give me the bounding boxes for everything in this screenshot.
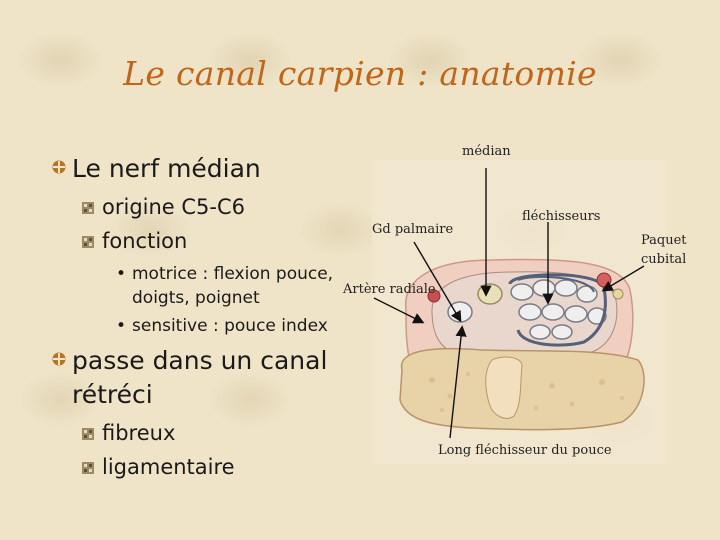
- label-artere-radiale: Artère radiale: [343, 282, 436, 297]
- bullet-fonction: fonction: [102, 229, 188, 253]
- bullet-passe-canal: passe dans un canal: [72, 346, 328, 375]
- slide-title: Le canal carpien : anatomie: [123, 54, 597, 93]
- label-median: médian: [462, 144, 511, 159]
- bullet-motrice-cont: doigts, poignet: [132, 288, 260, 308]
- label-flechisseurs: fléchisseurs: [522, 209, 601, 224]
- label-paquet-cubital-2: cubital: [641, 252, 687, 267]
- bullet-sensitive: sensitive : pouce index: [132, 316, 328, 336]
- carpal-tunnel-cross-section: [372, 160, 666, 464]
- bullet-nerf-median: Le nerf médian: [72, 154, 261, 183]
- label-paquet-cubital: Paquet: [641, 233, 687, 248]
- bullet-ligamentaire: ligamentaire: [102, 455, 235, 479]
- l3-bullet-mark: •: [116, 264, 127, 284]
- bullet-passe-canal-cont: rétréci: [72, 380, 153, 409]
- label-gd-palmaire: Gd palmaire: [372, 222, 454, 237]
- l3-bullet-mark: •: [116, 316, 127, 336]
- diamond-bullet-icon: [52, 160, 66, 174]
- square-bullet-icon: [82, 428, 94, 440]
- diamond-bullet-icon: [52, 352, 66, 366]
- square-bullet-icon: [82, 462, 94, 474]
- square-bullet-icon: [82, 236, 94, 248]
- bullet-motrice: motrice : flexion pouce,: [132, 264, 334, 284]
- bullet-origine: origine C5-C6: [102, 195, 246, 219]
- square-bullet-icon: [82, 202, 94, 214]
- bullet-fibreux: fibreux: [102, 421, 176, 445]
- label-long-flechisseur: Long fléchisseur du pouce: [438, 443, 612, 458]
